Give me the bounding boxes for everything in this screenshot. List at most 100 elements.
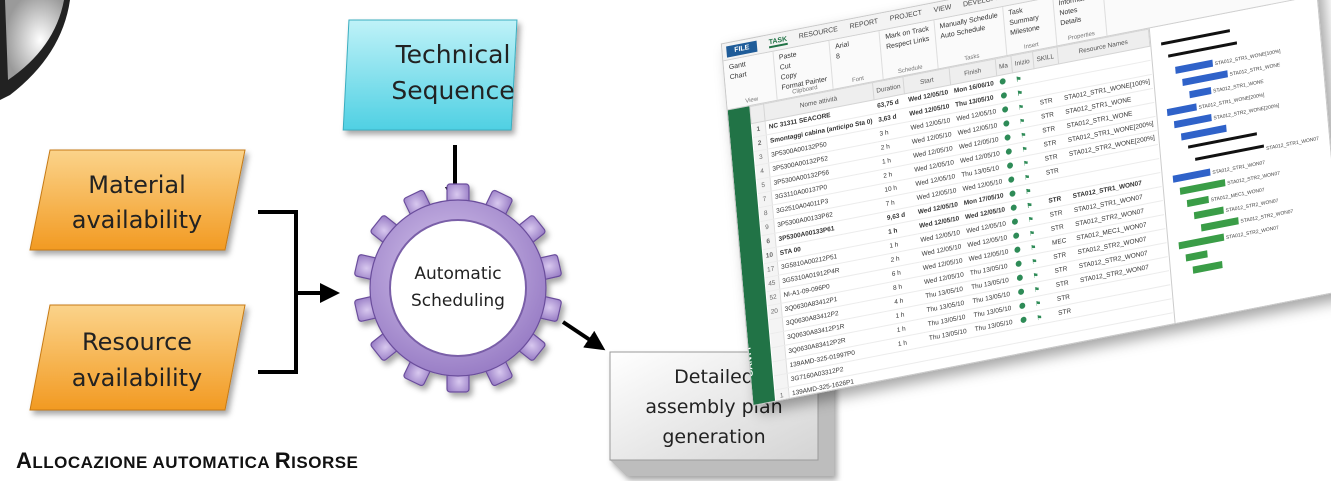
- flag-icon: ⚑: [1031, 257, 1038, 266]
- table-cell: [1036, 349, 1060, 368]
- gantt-bar[interactable]: [1189, 87, 1212, 99]
- slide-caption: ALLOCAZIONE AUTOMATICA RISORSE: [16, 448, 358, 474]
- output-arrow: [561, 320, 606, 351]
- gantt-bars: STA012_STR1_WONE[100%]STA012_STR1_WONEST…: [1160, 29, 1319, 274]
- tab-task[interactable]: TASK: [768, 35, 788, 48]
- gantt-bar[interactable]: [1173, 114, 1212, 129]
- status-dot-icon: [1013, 231, 1020, 239]
- gantt-bar[interactable]: [1200, 217, 1239, 232]
- resource-availability-box: [29, 304, 246, 411]
- gantt-bar[interactable]: [1186, 195, 1209, 208]
- flag-icon: ⚑: [1016, 89, 1023, 98]
- flag-icon: ⚑: [1017, 103, 1025, 112]
- status-dot-icon: [1011, 217, 1019, 225]
- technical-sequence-line2: Sequence: [391, 76, 514, 105]
- material-availability-line1: Material: [88, 171, 186, 199]
- flag-icon: ⚑: [1036, 313, 1043, 322]
- resource-availability-line2: availability: [72, 364, 203, 392]
- status-dot-icon: [999, 77, 1006, 85]
- status-dot-icon: [1019, 301, 1026, 309]
- gantt-bar[interactable]: [1178, 233, 1225, 250]
- status-dot-icon: [1000, 91, 1008, 99]
- status-dot-icon: [1002, 105, 1009, 113]
- status-dot-icon: [1008, 175, 1015, 183]
- gantt-bar[interactable]: [1166, 103, 1197, 117]
- bar-resource-label: STA012_STR1_WONE: [1213, 79, 1265, 95]
- gantt-bar[interactable]: [1172, 168, 1211, 183]
- gantt-bar[interactable]: [1193, 206, 1224, 220]
- flag-icon: ⚑: [1020, 131, 1027, 140]
- gantt-bar[interactable]: [1167, 41, 1237, 58]
- bar-resource-label: STA012_STR2_WON07: [1226, 225, 1279, 241]
- gantt-bar[interactable]: [1192, 260, 1223, 274]
- gantt-bar[interactable]: [1185, 250, 1208, 262]
- tab-view[interactable]: VIEW: [933, 3, 952, 14]
- caption-initial-a: A: [16, 448, 33, 473]
- automatic-scheduling-line1: Automatic: [414, 264, 501, 284]
- input-bracket: [258, 210, 298, 374]
- tab-project[interactable]: PROJECT: [889, 9, 923, 23]
- flag-icon: ⚑: [1030, 243, 1037, 252]
- bar-resource-label: STA012_STR2_WON07: [1227, 170, 1280, 186]
- flag-icon: ⚑: [1022, 159, 1030, 168]
- flag-icon: ⚑: [1032, 271, 1039, 280]
- gantt-bar[interactable]: [1180, 124, 1227, 141]
- caption-word-2: ISORSE: [291, 453, 359, 472]
- logo-fragment: [0, 0, 70, 100]
- gantt-bar[interactable]: [1187, 132, 1257, 149]
- status-dot-icon: [1005, 147, 1013, 155]
- gantt-bar[interactable]: [1194, 144, 1264, 161]
- caption-word-1: LLOCAZIONE AUTOMATICA: [32, 453, 275, 472]
- flag-icon: ⚑: [1035, 299, 1042, 308]
- status-dot-icon: [1020, 315, 1027, 323]
- gantt-bar[interactable]: [1182, 70, 1228, 87]
- status-dot-icon: [1015, 259, 1022, 267]
- table-cell: [1058, 344, 1084, 364]
- gear-icon: [354, 183, 562, 393]
- material-availability-box: [29, 149, 246, 251]
- technical-sequence-box: [342, 19, 518, 131]
- flag-icon: ⚑: [1025, 187, 1032, 196]
- material-availability-line2: availability: [72, 206, 203, 234]
- flag-icon: ⚑: [1023, 173, 1031, 182]
- status-dot-icon: [1006, 161, 1014, 169]
- detailed-plan-line2: assembly plan: [645, 396, 782, 418]
- gantt-bar[interactable]: [1179, 179, 1226, 195]
- table-cell: [1019, 339, 1037, 357]
- status-dot-icon: [1014, 245, 1021, 253]
- flag-icon: ⚑: [1027, 215, 1034, 224]
- caption-initial-r: R: [274, 448, 292, 473]
- table-cell: [1035, 335, 1059, 354]
- row-number: 1: [774, 387, 790, 405]
- bar-resource-label: STA012_STR1_WONE: [1229, 62, 1281, 78]
- status-dot-icon: [1003, 119, 1010, 127]
- table-cell: [898, 374, 931, 395]
- table-cell: [1057, 330, 1083, 350]
- gantt-bar[interactable]: [1160, 29, 1230, 46]
- flag-icon: ⚑: [1026, 201, 1033, 210]
- detailed-plan-line3: generation: [662, 426, 765, 448]
- technical-sequence-line1: Technical: [395, 40, 511, 69]
- status-dot-icon: [1010, 203, 1018, 211]
- gantt-bar[interactable]: [1174, 59, 1213, 74]
- flag-icon: ⚑: [1019, 117, 1026, 126]
- flag-icon: ⚑: [1028, 229, 1036, 238]
- detailed-plan-line1: Detailed: [674, 366, 754, 388]
- status-dot-icon: [1009, 189, 1016, 197]
- flag-icon: ⚑: [1033, 285, 1041, 294]
- resource-availability-line1: Resource: [82, 328, 192, 356]
- flag-icon: ⚑: [1021, 145, 1028, 154]
- flag-icon: ⚑: [1015, 75, 1022, 84]
- status-dot-icon: [1004, 133, 1011, 141]
- tab-report[interactable]: REPORT: [849, 17, 879, 31]
- bar-resource-label: STA012_STR2_WON07: [1240, 209, 1293, 225]
- status-dot-icon: [1017, 287, 1025, 295]
- bar-resource-label: STA012_STR1_WON07: [1266, 136, 1319, 152]
